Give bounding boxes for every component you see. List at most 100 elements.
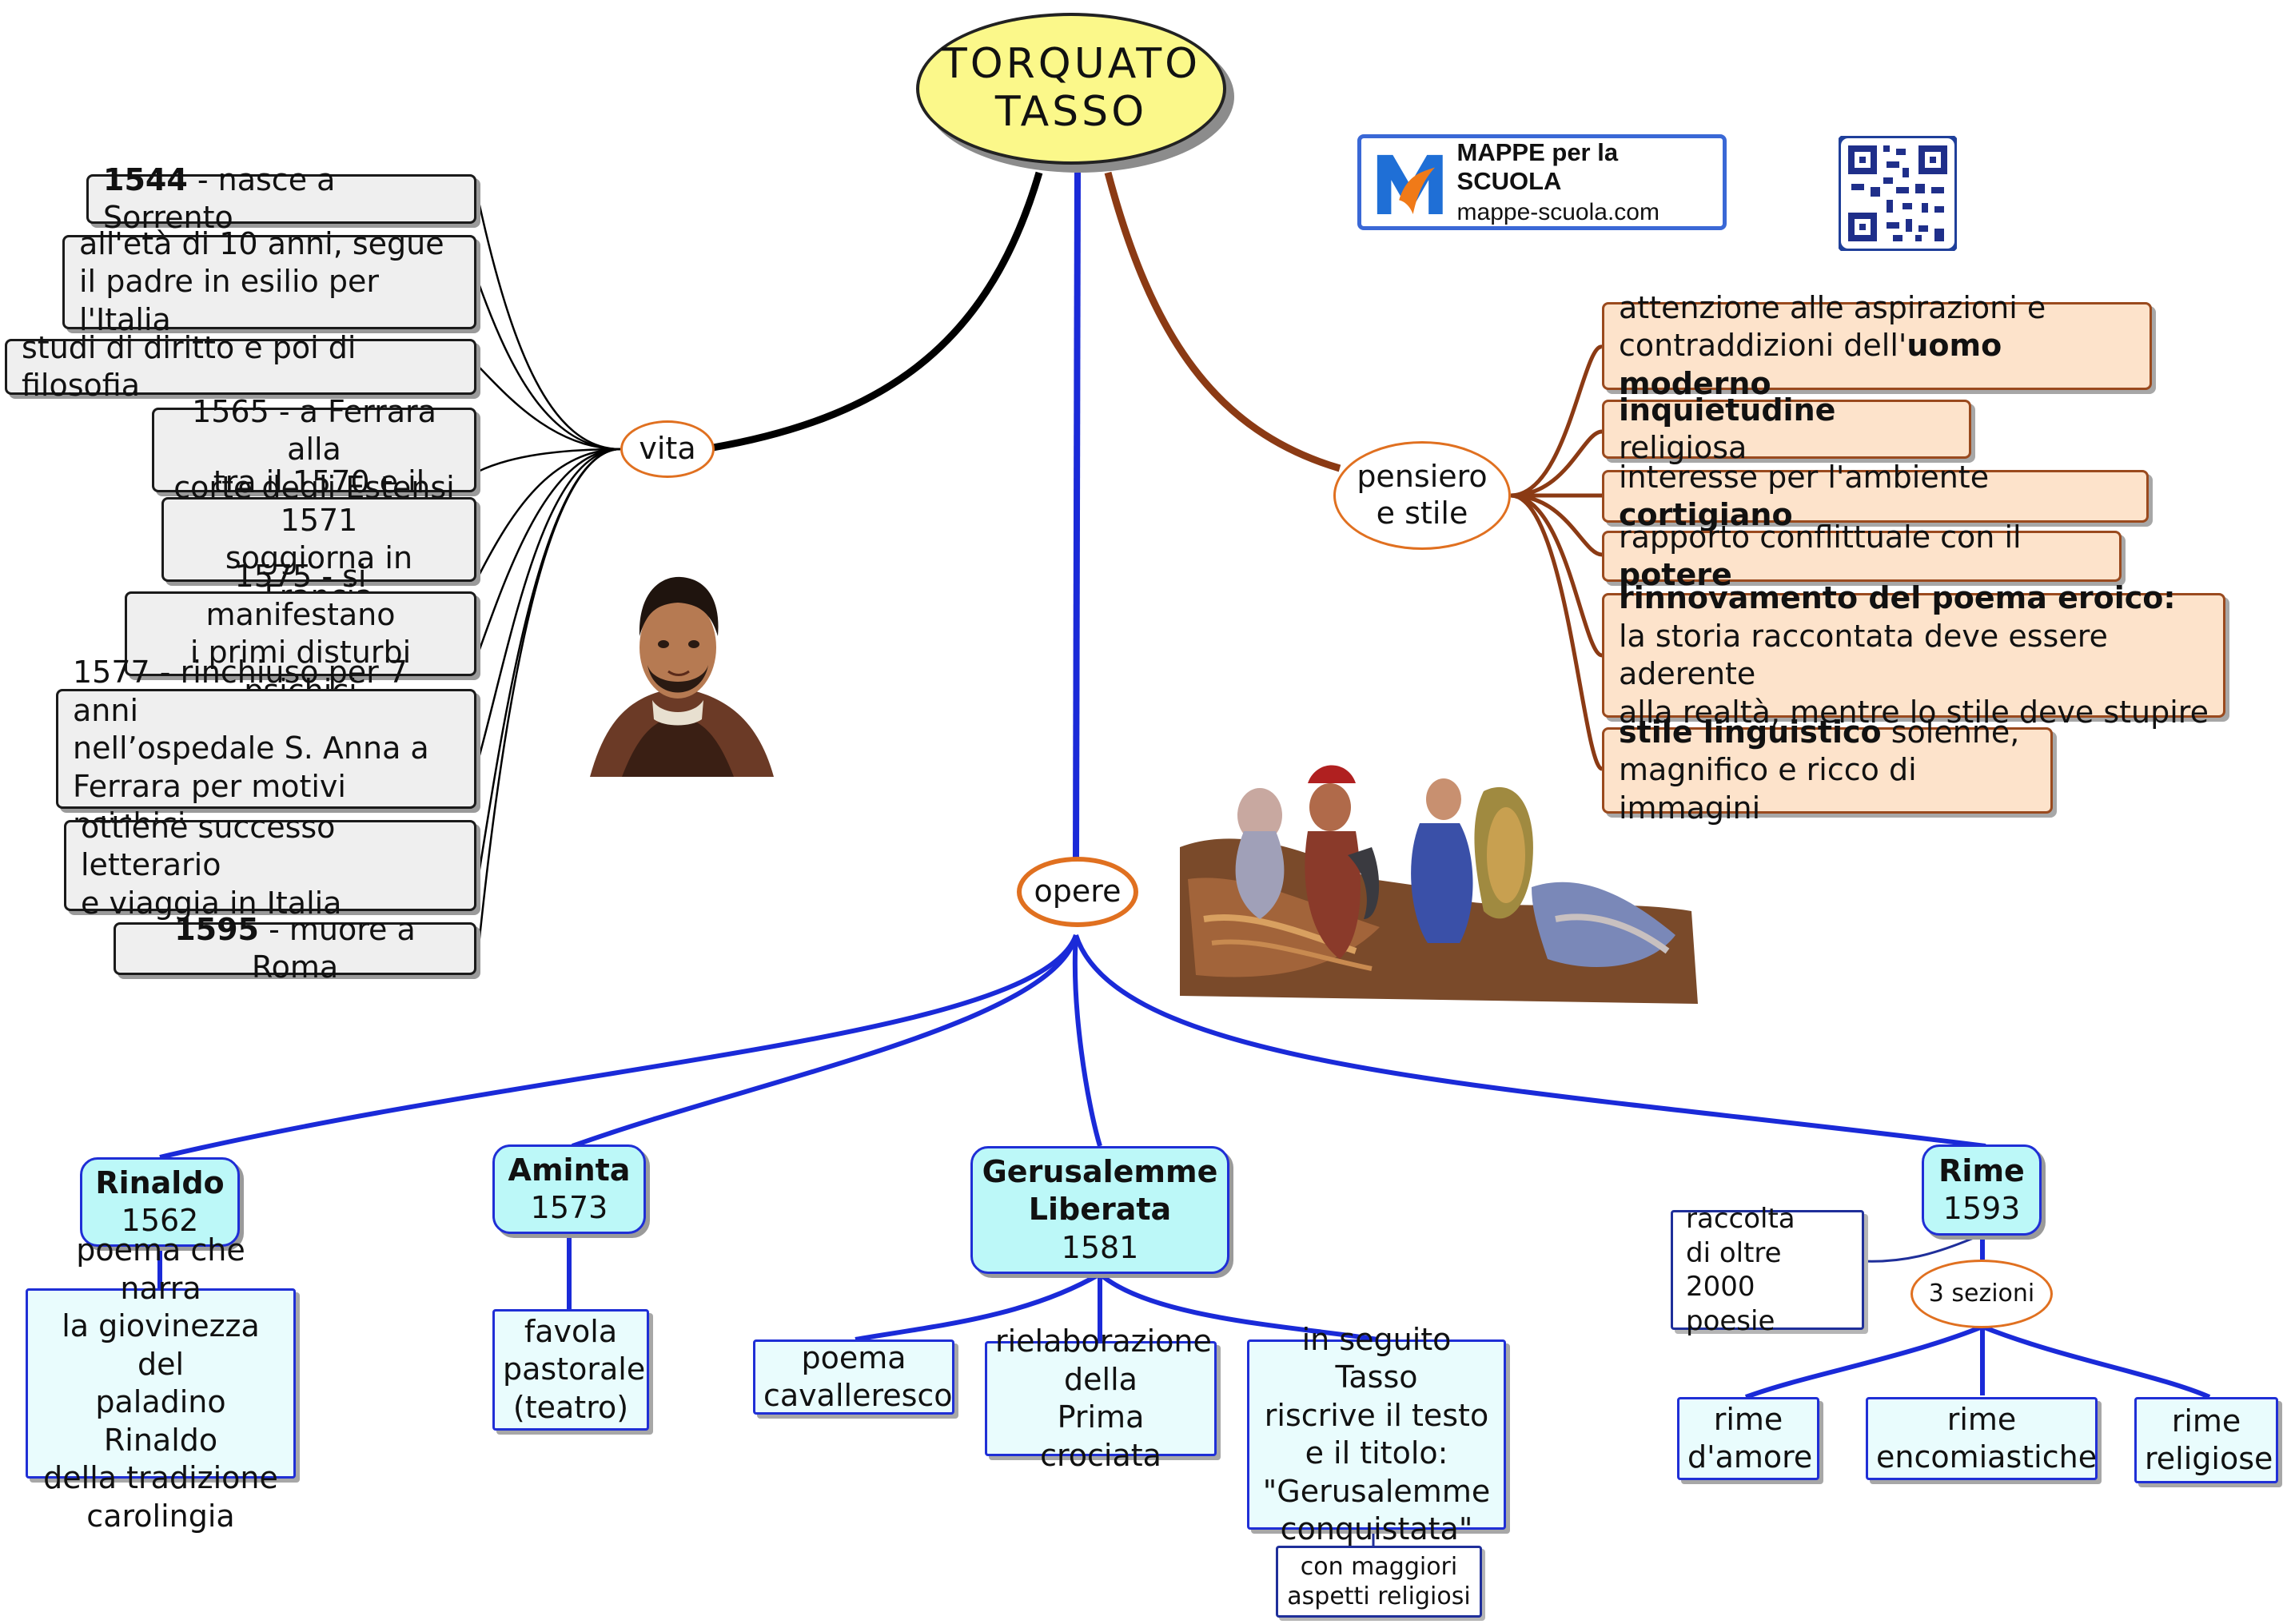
vita-links — [476, 197, 621, 953]
vita-event-1575-line1: 1575 - si manifestano — [205, 559, 396, 632]
vita-event-1577[interactable]: 1577 - rinchiuso per 7 anni nell’ospedal… — [56, 655, 476, 842]
gerusalemme-desc1-line2: cavalleresco — [763, 1378, 953, 1413]
work-rinaldo-title: Rinaldo — [95, 1164, 225, 1200]
gerusalemme-desc3-line1: in seguito Tasso — [1301, 1321, 1452, 1395]
desc-links — [157, 1234, 1985, 1342]
vita-event-1544[interactable]: 1544 - nasce a Sorrento — [86, 162, 476, 235]
vita-event-1575[interactable]: 1575 - si manifestano i primi disturbi p… — [125, 559, 476, 708]
rime-religiose[interactable]: rime religiose — [2134, 1397, 2278, 1483]
pensiero-item-3-bold: cortigiano — [1619, 497, 1793, 532]
qr-code-icon — [1839, 136, 1957, 251]
work-gerusalemme-year: 1581 — [1061, 1229, 1139, 1265]
pensiero-links — [1510, 344, 1604, 771]
pensiero-item-4-pre: rapporto conflittuale con il — [1619, 519, 2022, 555]
link-central-vita — [712, 171, 1043, 452]
rinaldo-desc-line5: carolingia — [86, 1498, 235, 1534]
pensiero-item-inquietudine[interactable]: inquietudine religiosa — [1602, 392, 1971, 465]
brand-url[interactable]: mappe-scuola.com — [1456, 199, 1659, 225]
vita-event-esilio-line1: all'età di 10 anni, segue — [79, 225, 444, 261]
pensiero-item-6-bold: stile linguistico — [1619, 714, 1882, 750]
work-gerusalemme-liberata[interactable]: Gerusalemme Liberata 1581 — [970, 1146, 1229, 1274]
work-rime-title: Rime — [1938, 1152, 2025, 1188]
rime-religiose-line1: rime — [2171, 1403, 2241, 1439]
rinaldo-desc-line1: poema che narra — [76, 1232, 245, 1306]
pensiero-label-line2: e stile — [1376, 496, 1468, 531]
opere-links — [159, 933, 1986, 1160]
link-central-opere — [1073, 172, 1081, 860]
vita-event-studi-line1: studi di diritto e poi di filosofia — [22, 329, 357, 404]
pensiero-item-poema-eroico[interactable]: rinnovamento del poema eroico: la storia… — [1602, 580, 2225, 730]
gerusalemme-desc1-line1: poema — [801, 1339, 906, 1375]
rime-raccolta[interactable]: raccolta di oltre 2000 poesie — [1671, 1203, 1864, 1337]
opere-topic[interactable]: opere — [1017, 857, 1138, 927]
work-rinaldo-year: 1562 — [121, 1203, 199, 1238]
mappe-logo-icon — [1377, 154, 1443, 214]
pensiero-item-2-post: religiosa — [1619, 430, 1747, 465]
vita-event-studi[interactable]: studi di diritto e poi di filosofia — [5, 330, 476, 403]
vita-event-1577-line1: 1577 - rinchiuso per 7 anni — [73, 655, 408, 728]
painting-image — [1180, 765, 1698, 1004]
pensiero-item-5-line3: alla realtà, mentre lo stile deve stupir… — [1619, 694, 2209, 730]
vita-event-esilio[interactable]: all'età di 10 anni, segue il padre in es… — [62, 226, 476, 337]
work-gerusalemme-title-line2: Liberata — [1028, 1192, 1172, 1228]
gerusalemme-desc3-line5: conquistata" — [1280, 1511, 1473, 1546]
rime-amore[interactable]: rime d'amore — [1677, 1397, 1819, 1480]
gerusalemme-desc3-line4: "Gerusalemme — [1262, 1473, 1491, 1509]
gerusalemme-note-line2: aspetti religiosi — [1287, 1582, 1471, 1610]
vita-event-1544-text: - nasce a Sorrento — [103, 161, 336, 236]
gerusalemme-desc3-line3: e il titolo: — [1305, 1435, 1448, 1471]
pensiero-item-potere[interactable]: rapporto conflittuale con il potere — [1602, 519, 2122, 592]
pensiero-item-uomo-moderno[interactable]: attenzione alle aspirazioni e contraddiz… — [1602, 290, 2152, 401]
pensiero-item-3-pre: interesse per l'ambiente — [1619, 459, 1990, 495]
portrait-image — [590, 576, 774, 777]
vita-event-1595[interactable]: 1595 - muore a Roma — [114, 912, 476, 985]
vita-event-1565-line1: 1565 - a Ferrara alla — [192, 393, 436, 468]
opere-label: opere — [1034, 874, 1122, 910]
central-title-line2: TASSO — [994, 88, 1148, 136]
pensiero-topic[interactable]: pensiero e stile — [1333, 441, 1511, 550]
brand-title: MAPPE per la SCUOLA — [1456, 138, 1619, 195]
gerusalemme-desc-crociata[interactable]: rielaborazione della Prima crociata — [985, 1323, 1217, 1473]
pensiero-item-stile-linguistico[interactable]: stile linguistico solenne, magnifico e r… — [1602, 714, 2053, 826]
work-rime[interactable]: Rime 1593 — [1922, 1144, 2042, 1236]
work-gerusalemme-title-line1: Gerusalemme — [982, 1153, 1218, 1189]
vita-topic[interactable]: vita — [620, 420, 715, 478]
work-aminta-year: 1573 — [530, 1190, 608, 1225]
pensiero-item-cortigiano[interactable]: interesse per l'ambiente cortigiano — [1602, 460, 2149, 532]
rime-sezioni-label: 3 sezioni — [1928, 1280, 2035, 1308]
gerusalemme-desc2-line3: Prima crociata — [1040, 1399, 1161, 1473]
rime-sezioni[interactable]: 3 sezioni — [1910, 1260, 2053, 1328]
pensiero-item-6-line2: magnifico e ricco di immagini — [1619, 752, 1917, 826]
vita-event-1595-text: - muore a Roma — [251, 911, 416, 985]
sezioni-links — [1744, 1324, 2211, 1399]
gerusalemme-desc3-line2: riscrive il testo — [1264, 1397, 1489, 1433]
vita-event-1595-bold: 1595 — [174, 911, 259, 947]
gerusalemme-note-religiosi[interactable]: con maggiori aspetti religiosi — [1276, 1546, 1482, 1618]
aminta-desc-line2: pastorale — [503, 1351, 646, 1387]
central-topic[interactable]: TORQUATO TASSO — [916, 13, 1226, 165]
work-rinaldo[interactable]: Rinaldo 1562 — [80, 1157, 240, 1247]
rime-encomiastiche-line1: rime — [1946, 1401, 2017, 1437]
pensiero-item-1-bold: uomo moderno — [1619, 328, 2002, 401]
vita-event-successo-line2: e viaggia in Italia — [81, 885, 342, 921]
gerusalemme-desc2-line2: della — [1064, 1361, 1138, 1397]
link-central-pensiero — [1104, 171, 1341, 472]
vita-event-successo[interactable]: ottiene successo letterario e viaggia in… — [64, 810, 476, 921]
vita-event-1544-bold: 1544 — [103, 161, 188, 197]
vita-label: vita — [639, 431, 696, 467]
vita-event-1577-line2: nell’ospedale S. Anna a — [73, 730, 429, 766]
central-title-line1: TORQUATO — [941, 40, 1201, 89]
aminta-description[interactable]: favola pastorale (teatro) — [492, 1309, 649, 1431]
work-aminta[interactable]: Aminta 1573 — [492, 1144, 646, 1234]
work-aminta-title: Aminta — [508, 1152, 631, 1188]
gerusalemme-desc-cavalleresco[interactable]: poema cavalleresco — [753, 1339, 954, 1415]
vita-event-1570[interactable]: tra il 1570 e il 1571 soggiorna in Franc… — [161, 464, 476, 614]
brand-badge[interactable]: MAPPE per la SCUOLA mappe-scuola.com — [1357, 134, 1727, 230]
rime-encomiastiche[interactable]: rime encomiastiche — [1866, 1397, 2098, 1480]
gerusalemme-desc-conquistata[interactable]: in seguito Tasso riscrive il testo e il … — [1247, 1322, 1506, 1546]
rime-religiose-line2: religiose — [2145, 1441, 2273, 1476]
rinaldo-description[interactable]: poema che narra la giovinezza del paladi… — [26, 1232, 296, 1534]
rinaldo-desc-line2: la giovinezza del — [62, 1308, 260, 1382]
gerusalemme-note-line1: con maggiori — [1300, 1552, 1458, 1581]
